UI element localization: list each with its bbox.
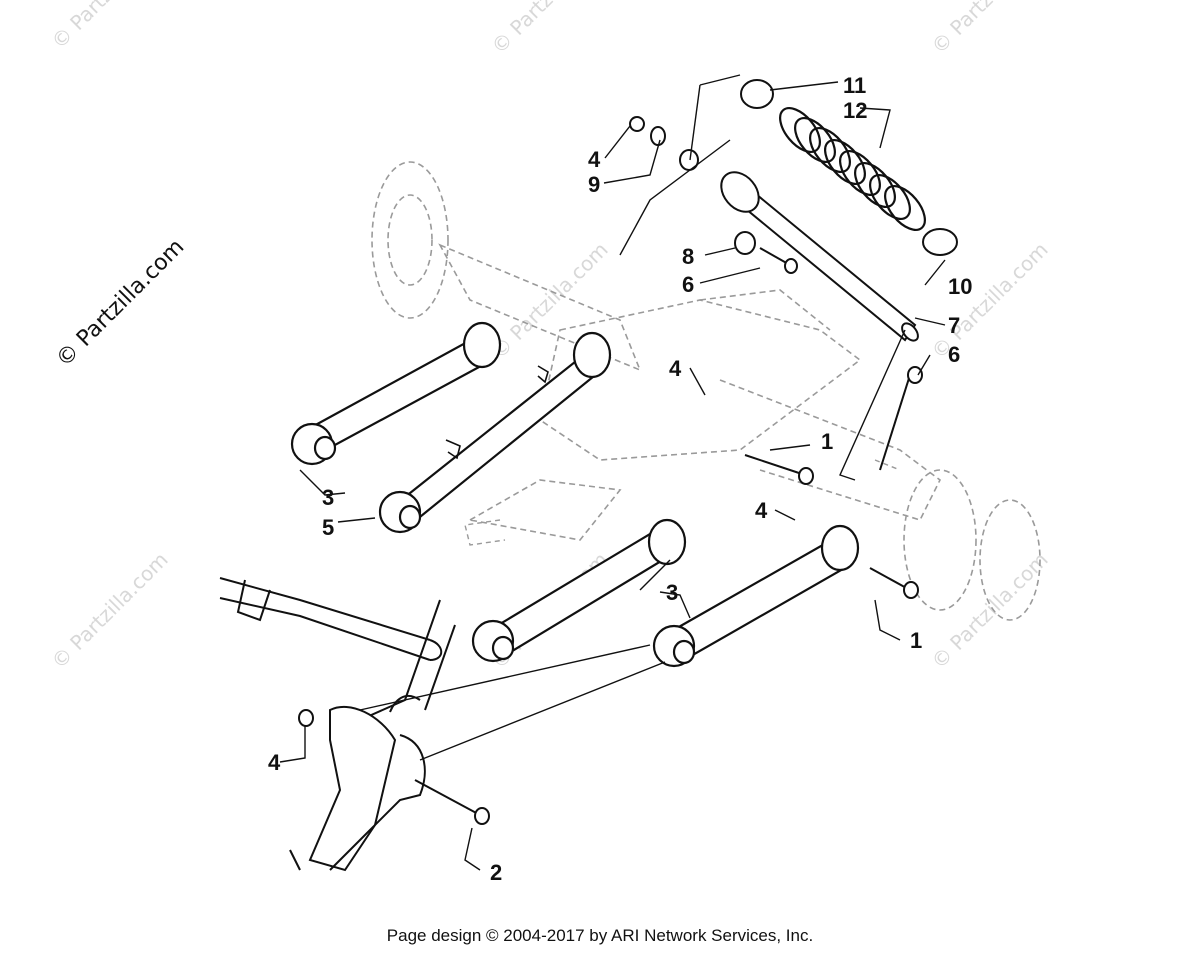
- lower-link-center: [471, 518, 687, 663]
- coil-spring: [779, 107, 926, 231]
- watermark-tile: © Partzilla.com: [927, 547, 1053, 673]
- clip-pins: [445, 365, 549, 460]
- callout-2: 2: [490, 860, 502, 885]
- callout-12: 12: [843, 98, 867, 123]
- callouts: 11 12 4 9 8 6 10 7 6 4 1 3 5 4 3 1 4 2: [268, 73, 972, 885]
- callout-4: 4: [588, 147, 601, 172]
- callout-8: 8: [682, 244, 694, 269]
- callout-6: 6: [682, 272, 694, 297]
- callout-3: 3: [666, 580, 678, 605]
- callout-11: 11: [843, 73, 866, 98]
- watermark-tile: © Partzilla.com: [487, 0, 613, 59]
- link-bolts: [744, 366, 923, 599]
- frame-bracket-bolt: [298, 709, 490, 825]
- watermark-tile: © Partzilla.com: [927, 0, 1053, 59]
- lower-link-right: [652, 524, 860, 668]
- callout-10: 10: [948, 274, 972, 299]
- axle-hub-ghost: [464, 459, 901, 546]
- callout-3: 3: [322, 485, 334, 510]
- leader-lines: [279, 74, 946, 871]
- callout-1: 1: [821, 429, 833, 454]
- callout-6: 6: [948, 342, 960, 367]
- upper-link-left: [290, 321, 502, 466]
- callout-4: 4: [755, 498, 768, 523]
- shock-absorber: [720, 171, 919, 342]
- callout-4: 4: [669, 356, 682, 381]
- callout-4: 4: [268, 750, 281, 775]
- watermark-tile: © Partzilla.com: [927, 237, 1053, 363]
- watermark-tile: © Partzilla.com: [47, 547, 173, 673]
- callout-7: 7: [948, 313, 960, 338]
- spring-retainers: [629, 79, 958, 256]
- frame-section: [219, 577, 456, 872]
- watermark-tile: © Partzilla.com: [47, 0, 173, 54]
- callout-9: 9: [588, 172, 600, 197]
- callout-5: 5: [322, 515, 334, 540]
- upper-link-right: [378, 331, 612, 534]
- callout-1: 1: [910, 628, 922, 653]
- rear-axle-ghost: [371, 161, 1041, 621]
- partzilla-watermark: © Partzilla.com: [52, 235, 190, 373]
- shock-bolt: [759, 247, 798, 274]
- copyright-footer: Page design © 2004-2017 by ARI Network S…: [386, 926, 814, 945]
